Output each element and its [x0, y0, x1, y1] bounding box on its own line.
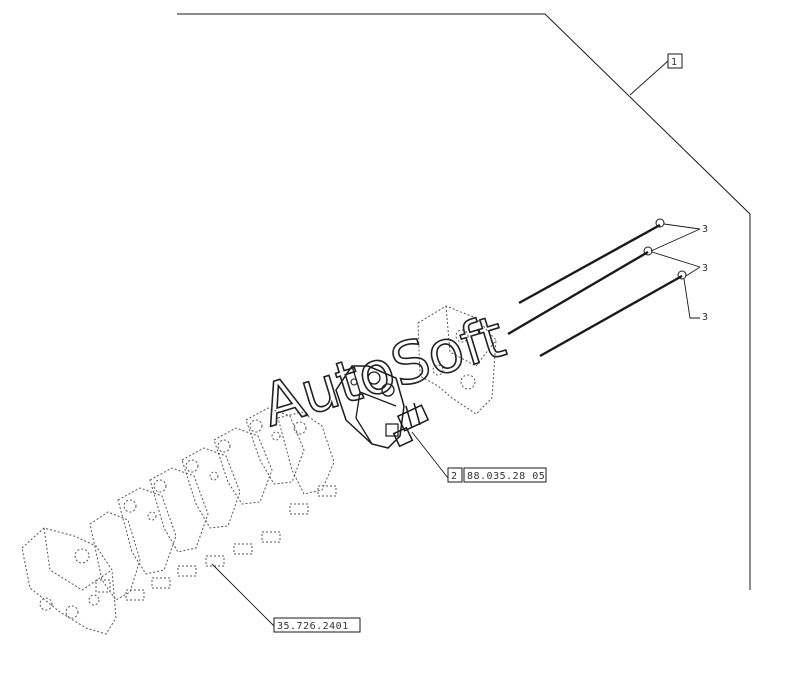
end-cover	[417, 305, 497, 415]
callout-tie-rod-1-label: 3	[702, 224, 709, 235]
watermark-text: AutoSoft	[254, 302, 512, 440]
tie-rod-2	[507, 246, 653, 336]
callout-valve-bank-part: 35.726.2401	[277, 621, 349, 632]
tie-rod-1	[518, 218, 665, 305]
callout-valve-section-ref: 2	[451, 471, 458, 482]
callout-valve-section[interactable]: 2 88.035.28 05	[411, 431, 547, 483]
tie-rod-3	[539, 270, 687, 358]
callout-tie-rod-2-label: 3	[702, 263, 709, 274]
valve-section	[335, 365, 430, 449]
callout-valve-bank[interactable]: 35.726.2401	[211, 563, 361, 633]
callout-tie-rod-3[interactable]: 3	[683, 278, 709, 323]
callout-assembly[interactable]: 1	[629, 53, 683, 96]
callout-tie-rod-1[interactable]: 3	[650, 223, 709, 252]
valve-bank	[21, 407, 337, 635]
watermark: AutoSoft	[254, 301, 514, 440]
callout-tie-rod-3-label: 3	[702, 312, 709, 323]
callout-assembly-label: 1	[671, 57, 678, 68]
assembly-frame	[177, 13, 751, 590]
callout-tie-rod-2[interactable]: 3	[651, 251, 709, 277]
callout-valve-section-part: 88.035.28 05	[467, 471, 545, 482]
tie-rods	[507, 218, 687, 358]
